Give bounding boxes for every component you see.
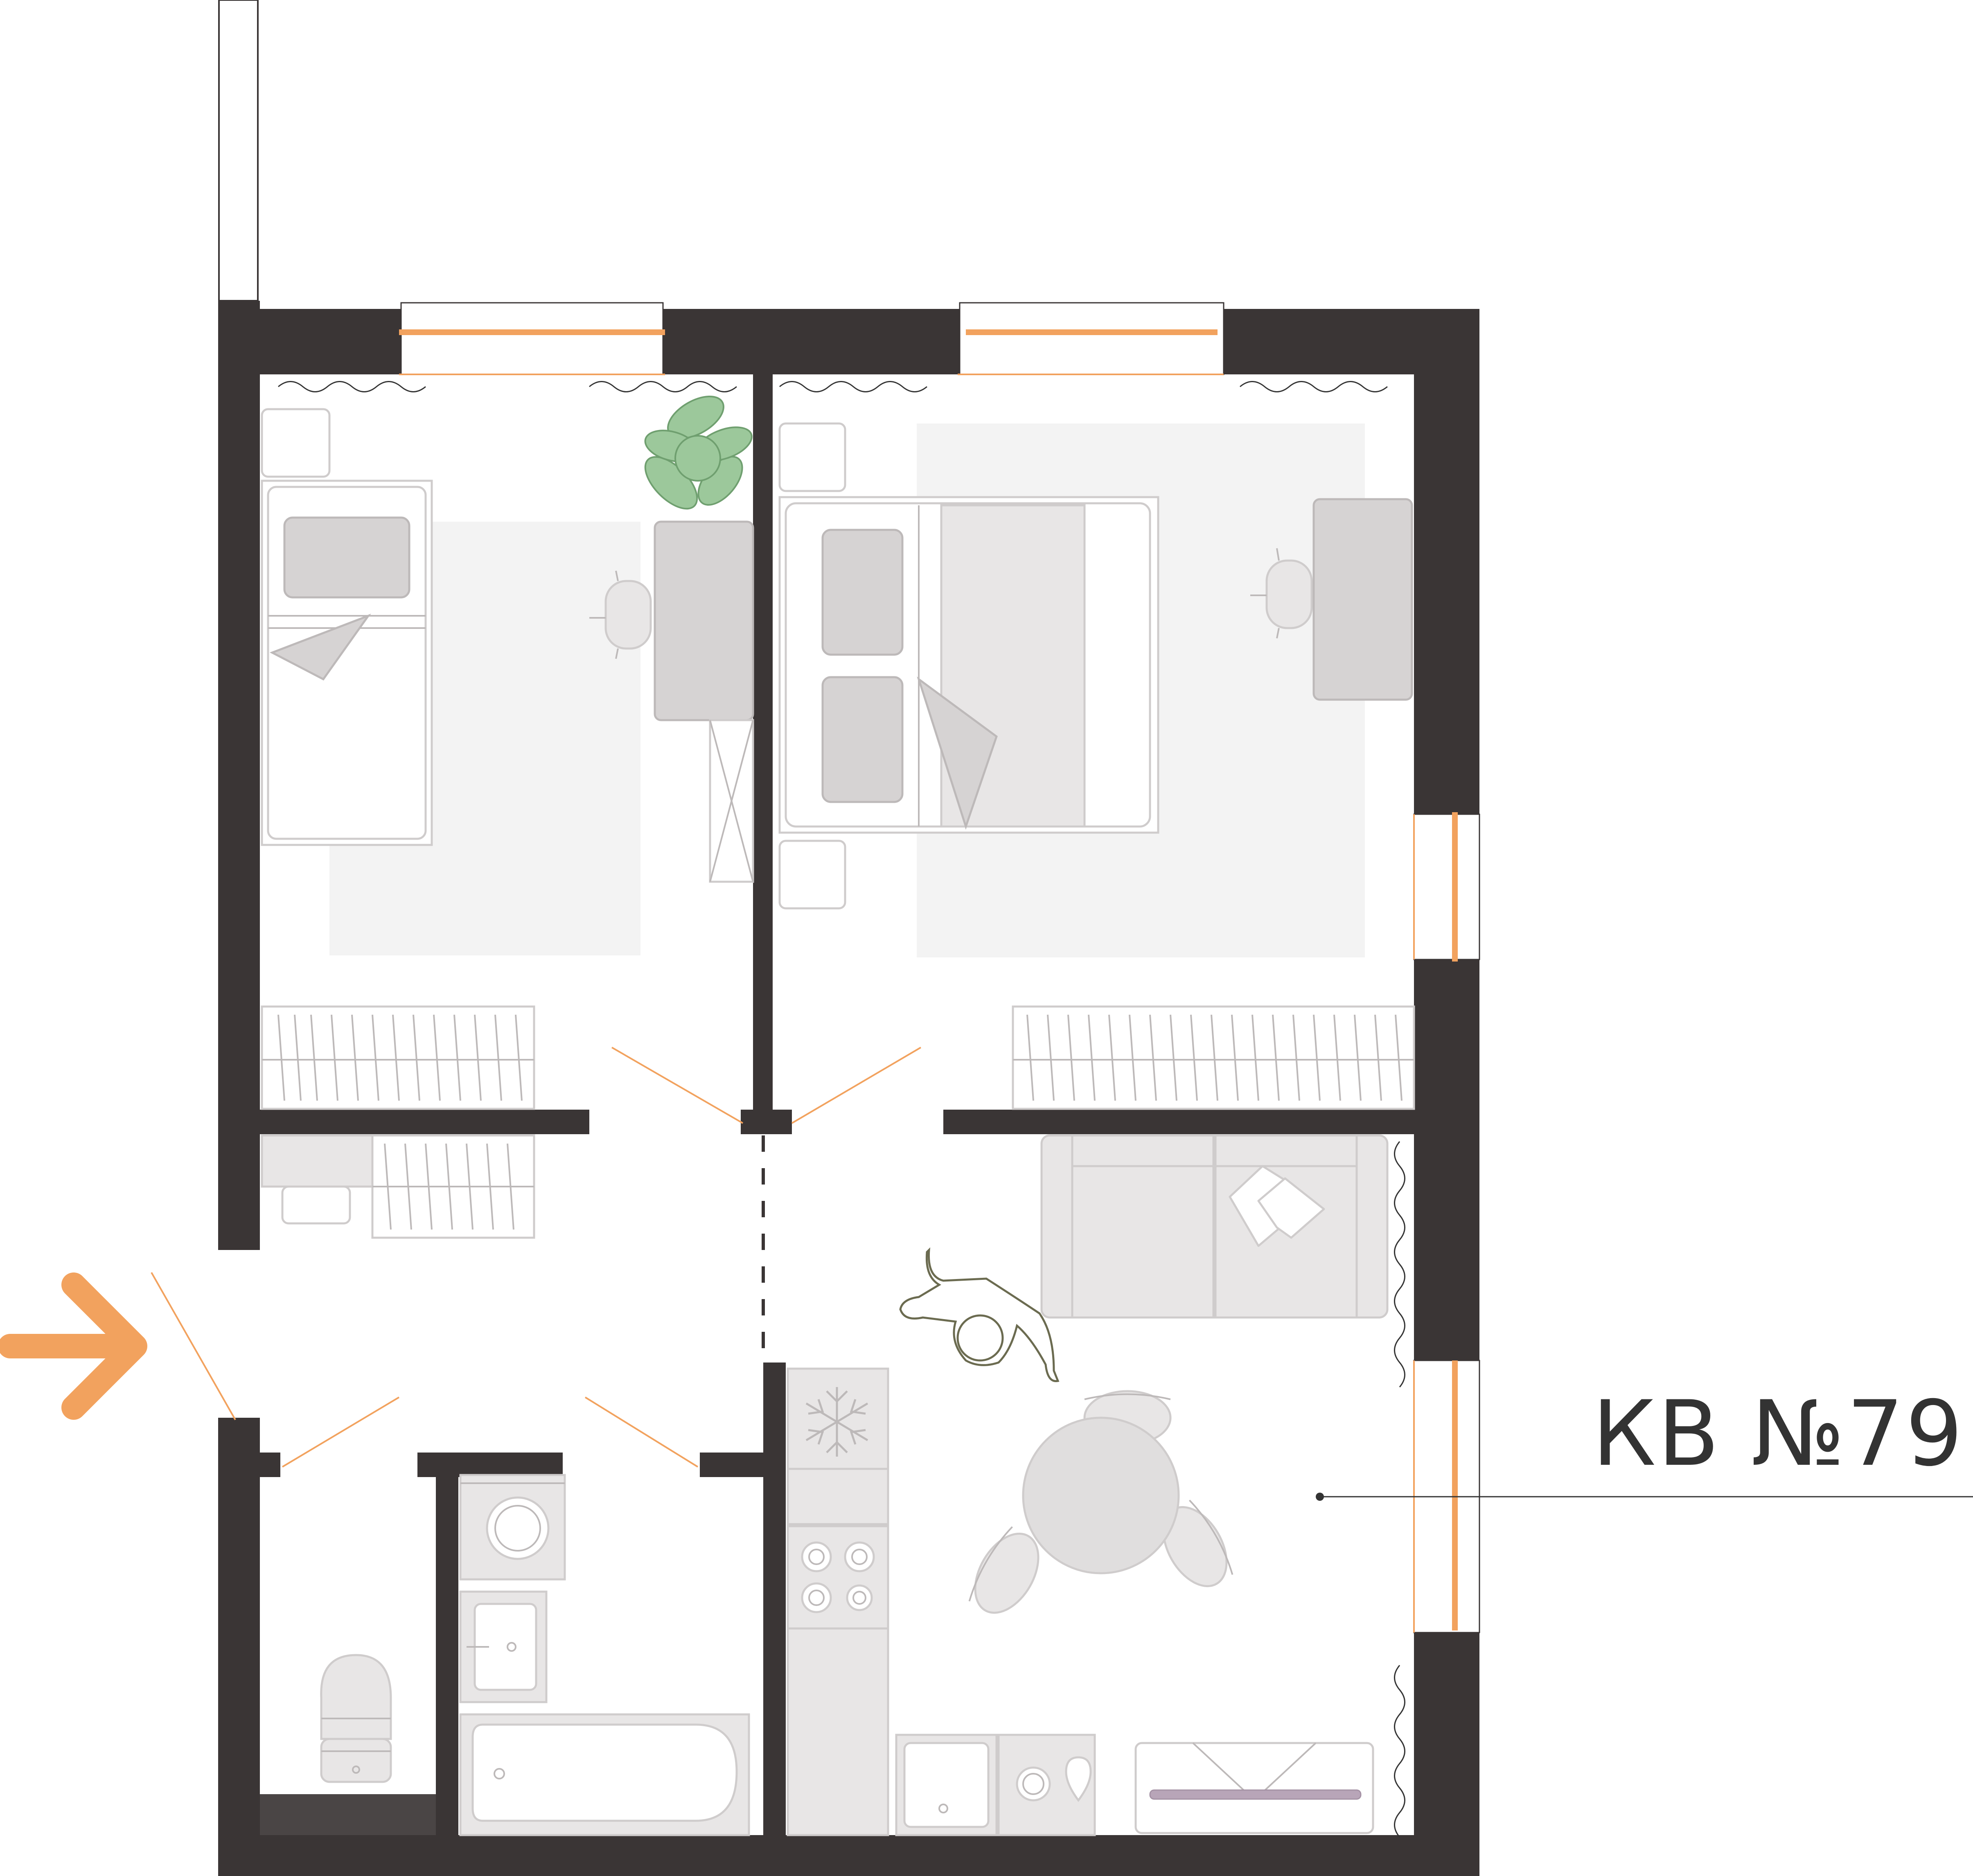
bathtub bbox=[459, 1713, 750, 1836]
nightstand-top bbox=[778, 422, 846, 492]
counter bbox=[787, 1468, 889, 1525]
snowflake-icon bbox=[805, 1387, 868, 1457]
tv-stand bbox=[1134, 1742, 1374, 1834]
entrance-arrow-icon bbox=[0, 1272, 147, 1420]
toilet-room bbox=[320, 1654, 392, 1783]
toilet bbox=[320, 1654, 392, 1783]
nightstand-bottom bbox=[778, 840, 846, 910]
chair-left-bedroom bbox=[589, 570, 652, 659]
person-icon bbox=[899, 1247, 1060, 1382]
hall-wardrobe bbox=[371, 1134, 535, 1239]
pillows bbox=[1229, 1165, 1325, 1247]
left-bedroom bbox=[261, 395, 754, 1110]
desk bbox=[654, 520, 754, 883]
hallway bbox=[261, 1134, 535, 1239]
stove bbox=[787, 1525, 889, 1630]
nightstand bbox=[261, 408, 331, 478]
sofa bbox=[1040, 1134, 1389, 1319]
shoe-cabinet bbox=[261, 1134, 374, 1188]
dining-table bbox=[968, 1390, 1233, 1614]
desk-right bbox=[1312, 498, 1413, 701]
door-swings bbox=[151, 1047, 922, 1468]
single-bed bbox=[261, 480, 433, 846]
right-bedroom bbox=[778, 422, 1415, 1110]
kitchen-living bbox=[787, 1134, 1389, 1836]
apartment-number: КВ №79 bbox=[1592, 1381, 1964, 1486]
plant-icon bbox=[644, 395, 753, 510]
wardrobe-left-bedroom bbox=[261, 1005, 535, 1110]
bath-sink bbox=[459, 1590, 548, 1703]
bathroom bbox=[459, 1474, 750, 1836]
dishwasher bbox=[997, 1734, 1096, 1836]
double-bed bbox=[778, 496, 1159, 834]
apartment-label: КВ №79 bbox=[1316, 1381, 1973, 1501]
kitchen-sink bbox=[895, 1734, 998, 1836]
wardrobe-right-bedroom bbox=[1012, 1005, 1415, 1110]
chair-right-bedroom bbox=[1250, 548, 1313, 639]
bench bbox=[281, 1185, 351, 1225]
balcony-strip bbox=[218, 0, 259, 302]
curtains bbox=[278, 381, 1405, 1838]
walls bbox=[218, 301, 1479, 1876]
washing-machine bbox=[459, 1474, 566, 1581]
counter-long bbox=[787, 1627, 889, 1836]
